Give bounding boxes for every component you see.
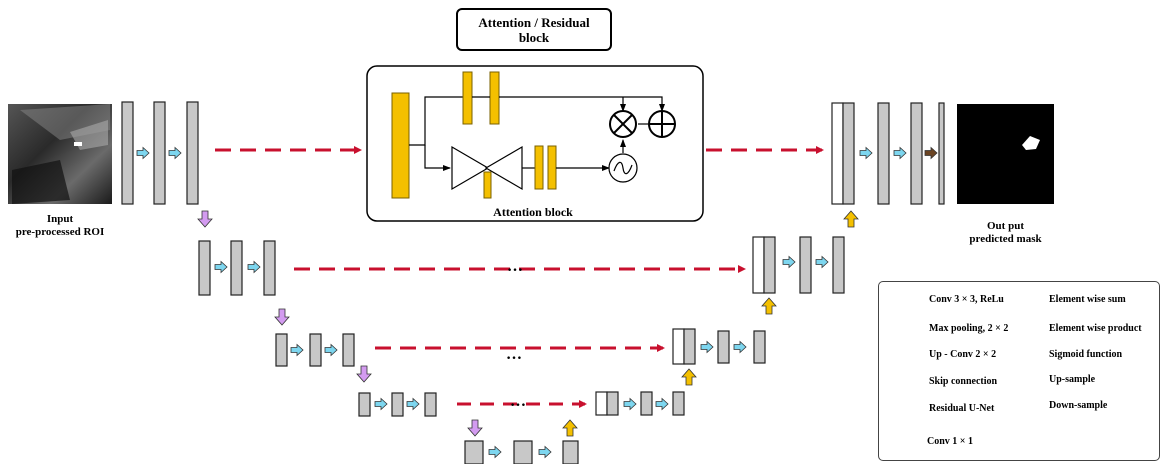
maxpool-arrow-icon xyxy=(197,210,213,228)
attention-block-caption: Attention block xyxy=(493,205,573,219)
legend-residual-label: Residual U-Net xyxy=(929,403,995,414)
feature-block xyxy=(831,102,844,205)
legend-downsample-label: Down-sample xyxy=(1049,400,1108,411)
feature-block xyxy=(877,102,890,205)
legend-sigmoid-label: Sigmoid function xyxy=(1049,349,1123,360)
output-label-line1: Out put xyxy=(987,220,1024,232)
conv-arrow-icon xyxy=(214,260,228,274)
conv-arrow-icon xyxy=(655,397,669,411)
conv-arrow-icon xyxy=(488,445,502,459)
conv-arrow-icon xyxy=(623,397,637,411)
feature-block xyxy=(910,102,923,205)
maxpool-arrow-icon xyxy=(274,308,290,326)
feature-block xyxy=(606,391,619,416)
feature-blocks xyxy=(121,101,945,465)
feature-block xyxy=(672,328,685,365)
attention-yellow-top-1 xyxy=(462,71,473,125)
feature-block xyxy=(153,101,166,205)
conv-arrow-icon xyxy=(700,340,714,354)
feature-block xyxy=(513,440,533,465)
input-label-line2: pre-processed ROI xyxy=(15,226,105,238)
legend-conv-label: Conv 3 × 3, ReLu xyxy=(929,294,1004,305)
skip-connections xyxy=(215,146,824,408)
feature-block xyxy=(263,240,276,296)
feature-block xyxy=(832,236,845,294)
legend-maxpool-label: Max pooling, 2 × 2 xyxy=(929,323,1009,334)
legend-product-label: Element wise product xyxy=(1049,323,1142,334)
legend-sum-label: Element wise sum xyxy=(1049,294,1126,305)
feature-block xyxy=(464,440,484,465)
feature-block xyxy=(753,330,766,364)
conv-arrow-icon xyxy=(538,445,552,459)
feature-block xyxy=(391,392,404,417)
conv1x1-arrow-icon xyxy=(924,146,938,160)
conv-arrow-icon xyxy=(247,260,261,274)
conv-arrow-icon xyxy=(893,146,907,160)
feature-block xyxy=(717,330,730,364)
legend-panel: Conv 3 × 3, ReLu Max pooling, 2 × 2 Up -… xyxy=(878,281,1160,461)
feature-block xyxy=(752,236,765,294)
feature-block xyxy=(198,240,211,296)
feature-block xyxy=(672,391,685,416)
feature-block xyxy=(309,333,322,367)
conv-arrow-icon xyxy=(374,397,388,411)
attention-yellow-top-2 xyxy=(489,71,500,125)
conv-arrow-icon xyxy=(290,343,304,357)
feature-block xyxy=(683,328,696,365)
conv-arrow-icon xyxy=(859,146,873,160)
legend-conv1x1-label: Conv 1 × 1 xyxy=(927,436,973,447)
feature-block xyxy=(938,102,945,205)
conv-arrow-icon xyxy=(406,397,420,411)
attention-residual-title: Attention / Residual block xyxy=(456,8,612,51)
legend-upsample-label: Up-sample xyxy=(1049,374,1096,385)
flow-arrows xyxy=(136,146,938,459)
feature-block xyxy=(595,391,608,416)
upconv-arrow-icon xyxy=(562,419,578,437)
feature-block xyxy=(186,101,199,205)
upconv-arrow-icon xyxy=(681,368,697,386)
upconv-arrow-icon xyxy=(843,210,859,228)
upconv-arrow-icon xyxy=(761,297,777,315)
product-operator-icon xyxy=(609,110,637,138)
feature-block xyxy=(562,440,579,465)
ellipsis-level4: … xyxy=(510,393,526,410)
maxpool-arrow-icon xyxy=(356,365,372,383)
conv-arrow-icon xyxy=(168,146,182,160)
maxpool-arrow-icon xyxy=(467,419,483,437)
up-sample-shape xyxy=(451,145,490,191)
feature-block xyxy=(842,102,855,205)
ellipsis-level2: … xyxy=(507,258,523,275)
attention-block-frame xyxy=(366,65,704,222)
sigmoid-operator-icon xyxy=(608,153,638,183)
legend-upconv-label: Up - Conv 2 × 2 xyxy=(929,349,997,360)
conv-arrow-icon xyxy=(136,146,150,160)
output-mask xyxy=(957,104,1054,204)
feature-block xyxy=(640,391,653,416)
attention-internals xyxy=(391,71,676,199)
legend-skip-label: Skip connection xyxy=(929,376,998,387)
feature-block xyxy=(358,392,371,417)
feature-block xyxy=(230,240,243,296)
input-label-line1: Input xyxy=(46,213,74,225)
sum-operator-icon xyxy=(648,110,676,138)
feature-block xyxy=(121,101,134,205)
ellipsis-level3: … xyxy=(506,346,522,363)
output-label-line2: predicted mask xyxy=(969,233,1042,245)
feature-block xyxy=(763,236,776,294)
feature-block xyxy=(424,392,437,417)
input-image xyxy=(8,104,112,204)
conv-arrow-icon xyxy=(815,255,829,269)
conv-arrow-icon xyxy=(733,340,747,354)
conv-arrow-icon xyxy=(324,343,338,357)
conv-arrow-icon xyxy=(782,255,796,269)
feature-block xyxy=(342,333,355,367)
feature-block xyxy=(275,333,288,367)
attention-yellow-main xyxy=(391,92,410,199)
feature-block xyxy=(799,236,812,294)
